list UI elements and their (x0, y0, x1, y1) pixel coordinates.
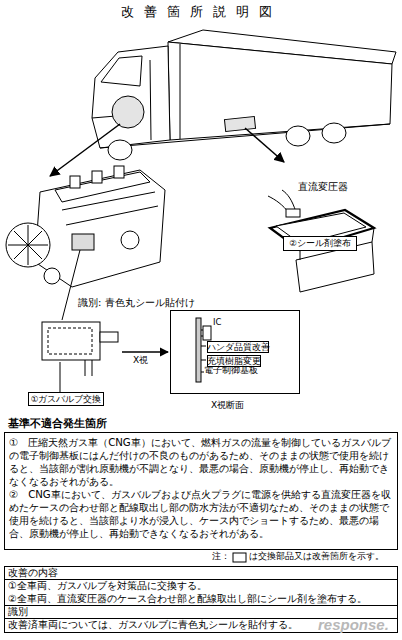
valve-board (48, 328, 92, 354)
note-box-symbol (233, 553, 246, 562)
converter-drawing (268, 190, 374, 292)
watermark: response. (318, 617, 389, 634)
valve-pipe (85, 360, 86, 376)
engine-block (35, 170, 165, 287)
cab-door (150, 60, 151, 140)
callout-box: ハンダ品質改善 (207, 341, 269, 353)
description-text: ① 圧縮天然ガス車（CNG車）において、燃料ガスの流量を制御しているガスバルブの… (9, 436, 393, 488)
leader-line (201, 372, 204, 373)
pulley (44, 268, 60, 284)
cylinder-top (114, 166, 124, 178)
case-edge (372, 228, 374, 242)
truck-drawing (50, 30, 396, 176)
valve-port (100, 332, 118, 342)
table-cell: ①全車両、ガスバルブを対策品に交換する。 (5, 580, 397, 593)
wheel (322, 123, 346, 143)
cylinder-top (92, 171, 102, 183)
callout-box: ①ガスバルブ交換 (28, 392, 104, 406)
callout-text: ①ガスバルブ交換 (31, 395, 102, 404)
pointer-arrow (50, 124, 120, 176)
seal-line (270, 210, 374, 250)
leader-line (62, 250, 80, 320)
valve-cover (55, 172, 150, 202)
gas-valve-drawing (42, 322, 168, 392)
defect-description-box: 基準不適合発生箇所① 圧縮天然ガス車（CNG車）において、燃料ガスの流量を制御し… (4, 432, 398, 550)
part-name: 電子制御基板 (204, 366, 258, 375)
pulley (121, 231, 139, 249)
truck-cab (92, 46, 170, 148)
valve-pipe (92, 360, 93, 376)
leader-line (60, 362, 61, 392)
callout-text: ハンダ品質改善 (207, 343, 270, 352)
view-mark: X視 (133, 356, 148, 366)
valve-body (42, 322, 100, 360)
description-text: ② CNG車において、ガスバルブおよび点火プラグに電源を供給する直流変圧器を収め… (9, 488, 393, 540)
ic-lead (201, 330, 203, 331)
view-caption: X視断面 (211, 399, 244, 412)
engine-drawing (6, 166, 165, 320)
engine-line (66, 206, 158, 225)
gas-valve-mark (72, 234, 94, 250)
note-text: は交換部品又は改善箇所を示す。 (249, 552, 384, 562)
view-arrow (122, 351, 168, 352)
cab-window (101, 56, 142, 86)
callout-text: ②シール剤塗布 (289, 239, 351, 248)
engine-mark (112, 96, 144, 128)
cargo-side (168, 42, 392, 140)
pointer-arrow (245, 128, 284, 162)
engine-line (62, 192, 155, 210)
section-view-frame: X視断面ハンダ品質改善充填樹脂変更 (170, 310, 300, 394)
callout-text: 充填樹脂変更 (207, 357, 261, 366)
fan-blade (14, 231, 42, 259)
table-heading: 改善の内容 (5, 567, 397, 580)
diagram-title: 改善箇所説明図 (0, 3, 402, 21)
part-name: 直流変圧器 (298, 181, 348, 192)
part-name: IC (213, 318, 221, 327)
connector (286, 209, 300, 217)
fan (6, 223, 50, 267)
fan-blade (14, 231, 42, 259)
wheel (108, 140, 132, 160)
wheel (286, 126, 310, 146)
leader-line (201, 360, 206, 361)
circuit-board (196, 318, 201, 382)
converter-mark (224, 116, 255, 131)
ic-lead (201, 336, 203, 337)
section-heading: 基準不適合発生箇所 (8, 417, 107, 431)
identification-note: 識別: 青色丸シール貼付け (78, 297, 195, 308)
cylinder-top (70, 176, 80, 188)
leader-line (201, 346, 206, 347)
cargo-line (180, 44, 181, 139)
note-text: 注： (212, 552, 230, 562)
callout-box: ②シール剤塗布 (283, 236, 357, 251)
ic-chip (203, 326, 211, 340)
table-cell: ②全車両、直流変圧器のケース合わせ部と配線取出し部にシール剤を塗布する。 (5, 593, 397, 606)
case-edge (300, 250, 301, 260)
